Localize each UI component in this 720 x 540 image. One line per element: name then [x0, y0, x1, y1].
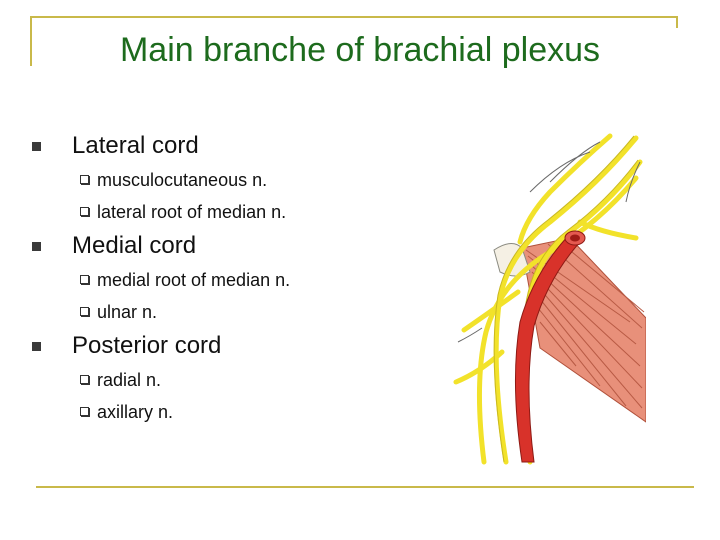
sub-item-lateral-root-median: lateral root of median n. — [80, 196, 472, 228]
sub-item-medial-root-median: medial root of median n. — [80, 264, 472, 296]
hollow-square-bullet-icon — [80, 375, 89, 384]
sub-item-label: lateral root of median n. — [97, 202, 287, 222]
sub-item-axillary: axillary n. — [80, 396, 472, 428]
frame-top-border — [30, 16, 677, 18]
sub-item-label: medial root of median n. — [97, 270, 291, 290]
footer-border — [36, 486, 694, 488]
list-item-medial-cord: Medial cord — [32, 228, 472, 264]
thin-branches — [457, 141, 641, 343]
hollow-square-bullet-icon — [80, 275, 89, 284]
sub-item-label: radial n. — [97, 370, 162, 390]
hollow-square-bullet-icon — [80, 175, 89, 184]
sub-item-musculocutaneous: musculocutaneous n. — [80, 164, 472, 196]
list-item-label: Medial cord — [72, 232, 197, 259]
list-item-posterior-cord: Posterior cord — [32, 328, 472, 364]
slide-title: Main branche of brachial plexus — [119, 31, 601, 69]
bullet-list: Lateral cord musculocutaneous n. lateral… — [32, 128, 472, 428]
square-bullet-icon — [32, 142, 41, 151]
artery — [514, 233, 581, 463]
list-item-label: Lateral cord — [72, 132, 199, 159]
hollow-square-bullet-icon — [80, 207, 89, 216]
list-item-lateral-cord: Lateral cord — [32, 128, 472, 164]
sub-item-radial: radial n. — [80, 364, 472, 396]
frame-right-border — [676, 16, 678, 28]
list-item-label: Posterior cord — [72, 332, 222, 359]
sub-item-ulnar: ulnar n. — [80, 296, 472, 328]
artery-lumen — [570, 234, 580, 242]
brachial-plexus-anatomy-illustration — [453, 133, 646, 465]
square-bullet-icon — [32, 342, 41, 351]
hollow-square-bullet-icon — [80, 307, 89, 316]
hollow-square-bullet-icon — [80, 407, 89, 416]
sub-item-label: ulnar n. — [97, 302, 158, 322]
sub-item-label: axillary n. — [97, 402, 174, 422]
frame-left-border — [30, 16, 32, 66]
sub-item-label: musculocutaneous n. — [97, 170, 268, 190]
square-bullet-icon — [32, 242, 41, 251]
